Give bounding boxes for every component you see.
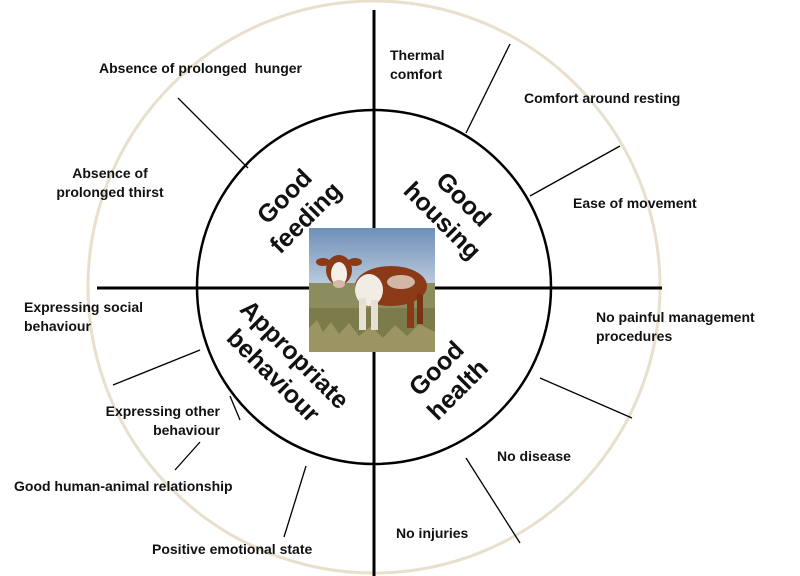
criterion-good-human-animal-relationship: Good human-animal relationship (14, 477, 233, 496)
separator-painful-disease (540, 378, 632, 418)
criterion-thirst-line1: Absence of (40, 164, 180, 183)
criterion-no-painful-procedures: No painful management procedures (596, 308, 755, 346)
criterion-injuries-line1: No injuries (396, 524, 468, 543)
criterion-movement-line1: Ease of movement (573, 194, 697, 213)
criterion-painful-line1: No painful management (596, 308, 755, 327)
criterion-absence-prolonged-thirst: Absence of prolonged thirst (40, 164, 180, 202)
criterion-positive-emotional-state: Positive emotional state (152, 540, 312, 559)
separator-human-relationship (175, 442, 200, 470)
criterion-painful-line2: procedures (596, 327, 755, 346)
criterion-other-line2: behaviour (60, 421, 220, 440)
criterion-comfort-around-resting: Comfort around resting (524, 89, 680, 108)
criterion-thirst-line2: prolonged thirst (40, 183, 180, 202)
cow-image (309, 228, 435, 352)
criterion-expressing-social-behaviour: Expressing social behaviour (24, 298, 143, 336)
separator-hunger-thirst (178, 98, 248, 168)
criterion-resting-line1: Comfort around resting (524, 89, 680, 108)
separator-thermal-resting (466, 44, 510, 133)
criterion-human-line1: Good human-animal relationship (14, 477, 233, 496)
criterion-no-disease: No disease (497, 447, 571, 466)
criterion-social-line1: Expressing social (24, 298, 143, 317)
criterion-social-line2: behaviour (24, 317, 143, 336)
criterion-thermal-line2: comfort (390, 65, 444, 84)
criterion-hunger-line1: Absence of prolonged hunger (99, 59, 302, 78)
separator-social-other (113, 350, 200, 385)
criterion-disease-line1: No disease (497, 447, 571, 466)
separator-resting-movement (530, 146, 620, 196)
criterion-thermal-comfort: Thermal comfort (390, 46, 444, 84)
criterion-expressing-other-behaviour: Expressing other behaviour (60, 402, 220, 440)
criterion-absence-prolonged-hunger: Absence of prolonged hunger (99, 59, 302, 78)
separator-disease-injuries (466, 458, 520, 543)
criterion-ease-of-movement: Ease of movement (573, 194, 697, 213)
separator-human-emotional (284, 466, 306, 537)
criterion-thermal-line1: Thermal (390, 46, 444, 65)
criterion-other-line1: Expressing other (60, 402, 220, 421)
criterion-emotional-line1: Positive emotional state (152, 540, 312, 559)
criterion-no-injuries: No injuries (396, 524, 468, 543)
